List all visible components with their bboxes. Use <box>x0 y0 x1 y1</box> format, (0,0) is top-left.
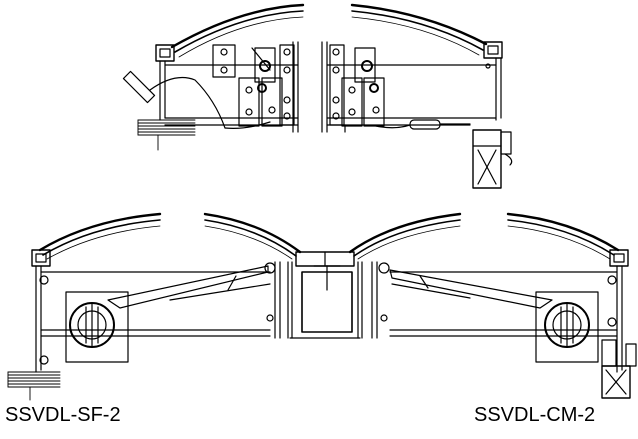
bottom-left-frame <box>7 265 271 401</box>
bottom-left-coil <box>7 371 61 401</box>
top-assembly <box>122 3 513 189</box>
top-right-housing <box>321 41 513 189</box>
bottom-left-cover-arc <box>38 212 162 252</box>
bottom-right-cover-arc <box>348 212 462 254</box>
top-right-cover-arc <box>350 3 488 46</box>
top-junction-box <box>472 129 502 189</box>
top-left-cover-arc <box>170 3 305 49</box>
top-right-end-bracket <box>483 41 503 59</box>
bottom-right-switch-housing <box>535 291 599 363</box>
bottom-right-frame <box>389 265 637 399</box>
top-left-housing <box>122 41 299 151</box>
bottom-center-actuator <box>264 261 390 339</box>
bottom-assembly <box>7 212 637 401</box>
model-label-left: SSVDL-SF-2 <box>5 404 121 426</box>
top-left-coil <box>137 119 196 151</box>
model-label-right: SSVDL-CM-2 <box>474 404 596 426</box>
bottom-left-switch-housing <box>65 291 129 363</box>
